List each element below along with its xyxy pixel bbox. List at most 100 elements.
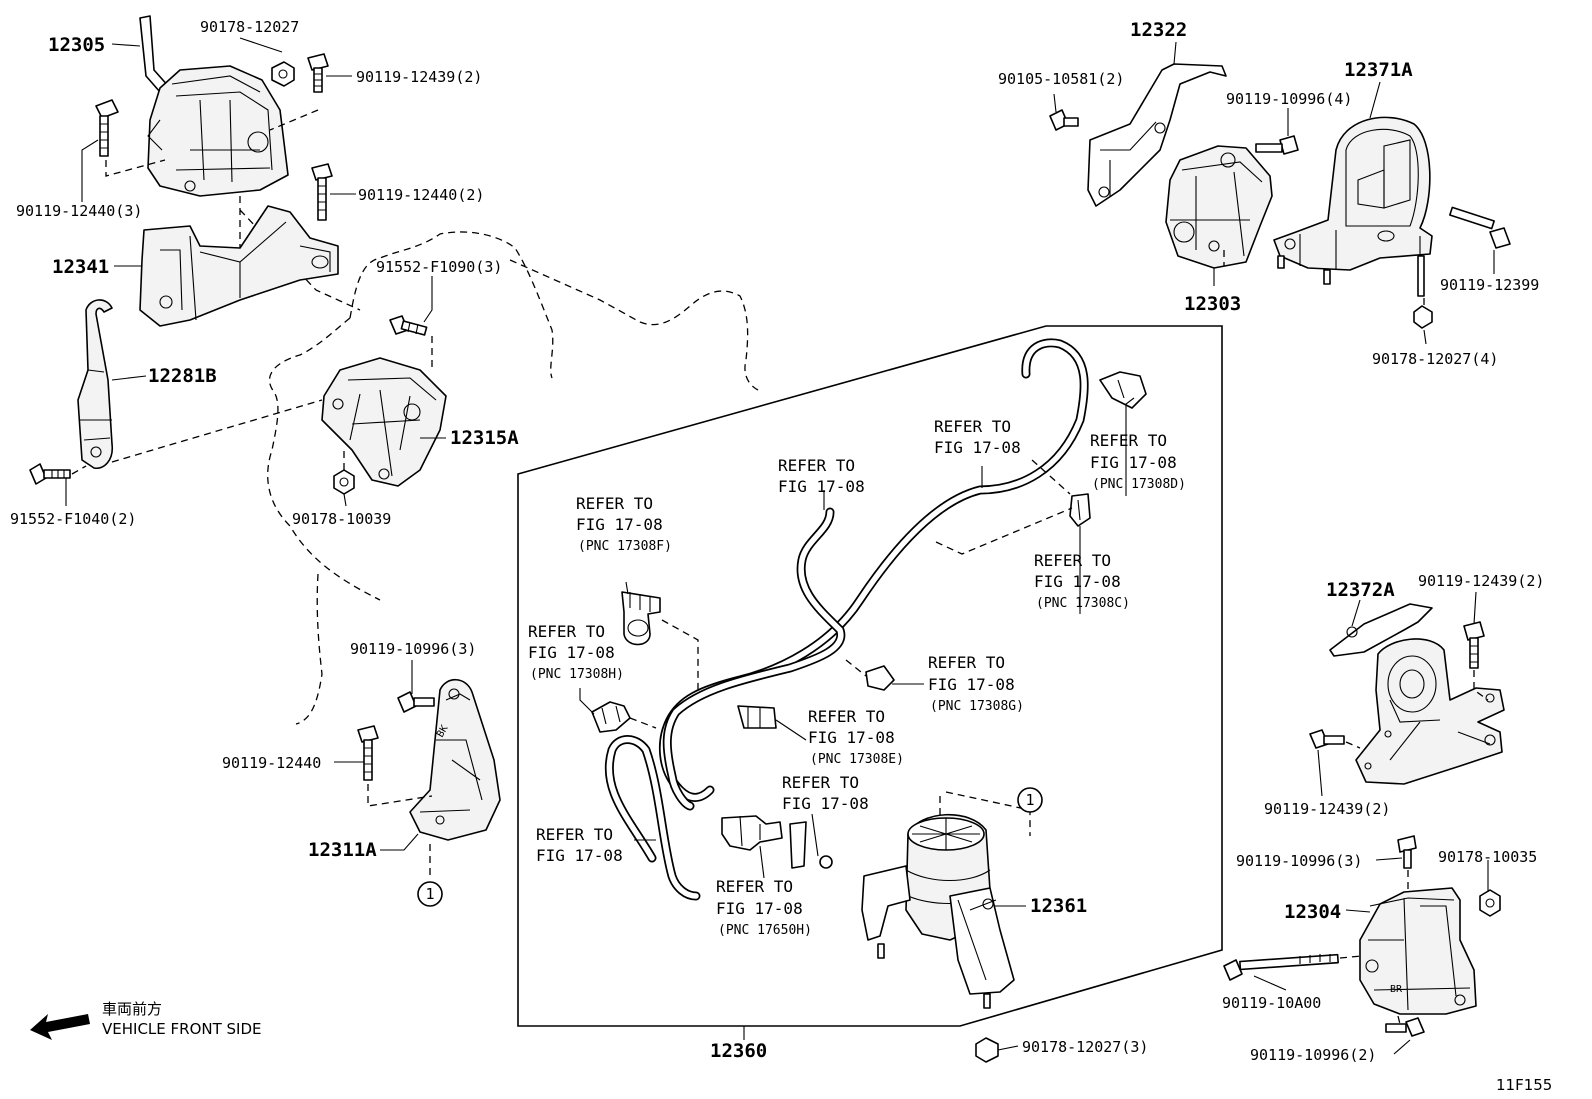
clamp-17308C[interactable]	[1069, 493, 1091, 527]
nut-90178-10035[interactable]	[1479, 889, 1501, 917]
label-90119-12440-2[interactable]: 90119-12440(2)	[358, 186, 484, 204]
svg-text:REFER TO: REFER TO	[782, 773, 859, 792]
mount-dash-lines-c	[367, 784, 433, 880]
refer-17308E[interactable]: REFER TO FIG 17-08 (PNC 17308E)	[808, 707, 904, 767]
refer-hose-top[interactable]: REFER TO FIG 17-08	[778, 456, 865, 496]
svg-text:(PNC 17308G): (PNC 17308G)	[930, 699, 1024, 714]
bolt-91552-F1040[interactable]	[29, 463, 71, 485]
clamp-17308F[interactable]	[621, 591, 661, 646]
mount-12371A[interactable]	[1273, 116, 1433, 297]
svg-text:FIG 17-08: FIG 17-08	[716, 899, 803, 918]
bolt-90119-12439-c[interactable]	[1309, 729, 1345, 749]
label-90119-10996-3b[interactable]: 90119-10996(3)	[1236, 852, 1362, 870]
bolt-90119-10A00[interactable]	[1223, 953, 1339, 981]
bolt-90119-10996-3b[interactable]	[1397, 835, 1417, 869]
svg-text:FIG 17-08: FIG 17-08	[782, 794, 869, 813]
clamp-17308D[interactable]	[1099, 371, 1147, 409]
label-90119-10996-4[interactable]: 90119-10996(4)	[1226, 90, 1352, 108]
nut-90178-12027-3[interactable]	[975, 1037, 999, 1063]
nut-90178-12027[interactable]	[271, 61, 295, 87]
bracket-12322[interactable]	[1087, 63, 1227, 207]
refer-17308G[interactable]: REFER TO FIG 17-08 (PNC 17308G)	[928, 653, 1024, 714]
nut-90178-12027-4[interactable]	[1413, 305, 1433, 329]
refer-hose-bottom[interactable]: REFER TO FIG 17-08	[536, 825, 623, 865]
bolt-90119-12399[interactable]	[1449, 206, 1511, 249]
refer-17308C[interactable]: REFER TO FIG 17-08 (PNC 17308C)	[1034, 551, 1130, 611]
bracket-12311A[interactable]: BK	[409, 678, 501, 841]
svg-text:FIG 17-08: FIG 17-08	[1090, 453, 1177, 472]
label-12303[interactable]: 12303	[1184, 293, 1241, 315]
svg-text:FIG 17-08: FIG 17-08	[536, 846, 623, 865]
label-12322[interactable]: 12322	[1130, 19, 1187, 41]
label-12360[interactable]: 12360	[710, 1040, 767, 1062]
svg-text:(PNC 17308H): (PNC 17308H)	[530, 667, 624, 682]
refer-vsv-top[interactable]: REFER TO FIG 17-08	[782, 773, 869, 813]
svg-text:(PNC 17650H): (PNC 17650H)	[718, 923, 812, 938]
label-90119-12440-3[interactable]: 90119-12440(3)	[16, 202, 142, 220]
clamp-17308G[interactable]	[865, 665, 895, 691]
clamp-17308E[interactable]	[737, 705, 777, 729]
vsv-17650H[interactable]	[721, 815, 833, 869]
label-90178-12027[interactable]: 90178-12027	[200, 18, 299, 36]
label-12341[interactable]: 12341	[52, 256, 109, 278]
bolt-90119-12440-3[interactable]	[95, 99, 119, 157]
label-12281B[interactable]: 12281B	[148, 365, 217, 387]
bolt-90119-12439-b[interactable]	[1463, 621, 1485, 669]
svg-text:FIG 17-08: FIG 17-08	[528, 643, 615, 662]
refer-17308H[interactable]: REFER TO FIG 17-08 (PNC 17308H)	[528, 622, 624, 682]
label-91552-F1090-3[interactable]: 91552-F1090(3)	[376, 258, 502, 276]
clamp-dash-lines	[629, 459, 1073, 729]
label-90119-12439-2c[interactable]: 90119-12439(2)	[1264, 800, 1390, 818]
mount-12372A[interactable]	[1329, 603, 1505, 785]
svg-text:REFER TO: REFER TO	[808, 707, 885, 726]
label-12361[interactable]: 12361	[1030, 895, 1087, 917]
engine-mount-12361[interactable]	[861, 813, 1015, 1009]
bolt-90119-10996-2[interactable]	[1385, 1017, 1425, 1037]
label-90119-12440[interactable]: 90119-12440	[222, 754, 321, 772]
bolt-90119-10996-4[interactable]	[1255, 135, 1299, 155]
front-label-jp: 車両前方	[102, 1000, 162, 1018]
label-91552-F1040-2[interactable]: 91552-F1040(2)	[10, 510, 136, 528]
label-90178-12027-4[interactable]: 90178-12027(4)	[1372, 350, 1498, 368]
refer-hose-right[interactable]: REFER TO FIG 17-08	[934, 417, 1021, 457]
engine-mount-12305[interactable]	[139, 15, 289, 197]
nut-90178-10039[interactable]	[333, 469, 355, 495]
refer-17308F[interactable]: REFER TO FIG 17-08 (PNC 17308F)	[576, 494, 672, 554]
label-90119-12439-2a[interactable]: 90119-12439(2)	[356, 68, 482, 86]
label-12305[interactable]: 12305	[48, 34, 105, 56]
bracket-12315A[interactable]	[321, 357, 447, 487]
label-90119-12399[interactable]: 90119-12399	[1440, 276, 1539, 294]
svg-text:REFER TO: REFER TO	[778, 456, 855, 475]
bolt-90119-12440-single[interactable]	[357, 725, 379, 781]
label-90119-10996-3a[interactable]: 90119-10996(3)	[350, 640, 476, 658]
refer-17308D[interactable]: REFER TO FIG 17-08 (PNC 17308D)	[1090, 431, 1186, 492]
svg-text:BK: BK	[435, 724, 451, 740]
hanger-12281B[interactable]	[77, 299, 114, 469]
bolt-90119-10996-3a[interactable]	[397, 691, 435, 713]
bracket-12341[interactable]	[139, 205, 339, 327]
svg-text:(PNC 17308E): (PNC 17308E)	[810, 752, 904, 767]
mount-12303[interactable]	[1165, 145, 1273, 269]
callout-marker-left: 1	[417, 881, 443, 907]
bolt-90119-12440-2[interactable]	[311, 163, 333, 221]
bolt-90119-12439-a[interactable]	[307, 53, 329, 93]
svg-text:(PNC 17308F): (PNC 17308F)	[578, 539, 672, 554]
label-12371A[interactable]: 12371A	[1344, 59, 1413, 81]
label-12304[interactable]: 12304	[1284, 901, 1341, 923]
label-90119-10996-2[interactable]: 90119-10996(2)	[1250, 1046, 1376, 1064]
svg-text:1: 1	[1025, 791, 1034, 809]
refer-17650H[interactable]: REFER TO FIG 17-08 (PNC 17650H)	[716, 877, 812, 938]
bolt-91552-F1090[interactable]	[389, 315, 428, 336]
label-90119-12439-2b[interactable]: 90119-12439(2)	[1418, 572, 1544, 590]
label-90119-10A00[interactable]: 90119-10A00	[1222, 994, 1321, 1012]
label-12372A[interactable]: 12372A	[1326, 579, 1395, 601]
bolt-90105-10581[interactable]	[1049, 109, 1079, 131]
label-12315A[interactable]: 12315A	[450, 427, 519, 449]
label-90178-12027-3[interactable]: 90178-12027(3)	[1022, 1038, 1148, 1056]
bracket-12304[interactable]: BR	[1359, 887, 1477, 1015]
clamp-17308H[interactable]	[591, 701, 631, 733]
label-90178-10035[interactable]: 90178-10035	[1438, 848, 1537, 866]
label-90105-10581-2[interactable]: 90105-10581(2)	[998, 70, 1124, 88]
label-12311A[interactable]: 12311A	[308, 839, 377, 861]
label-90178-10039[interactable]: 90178-10039	[292, 510, 391, 528]
